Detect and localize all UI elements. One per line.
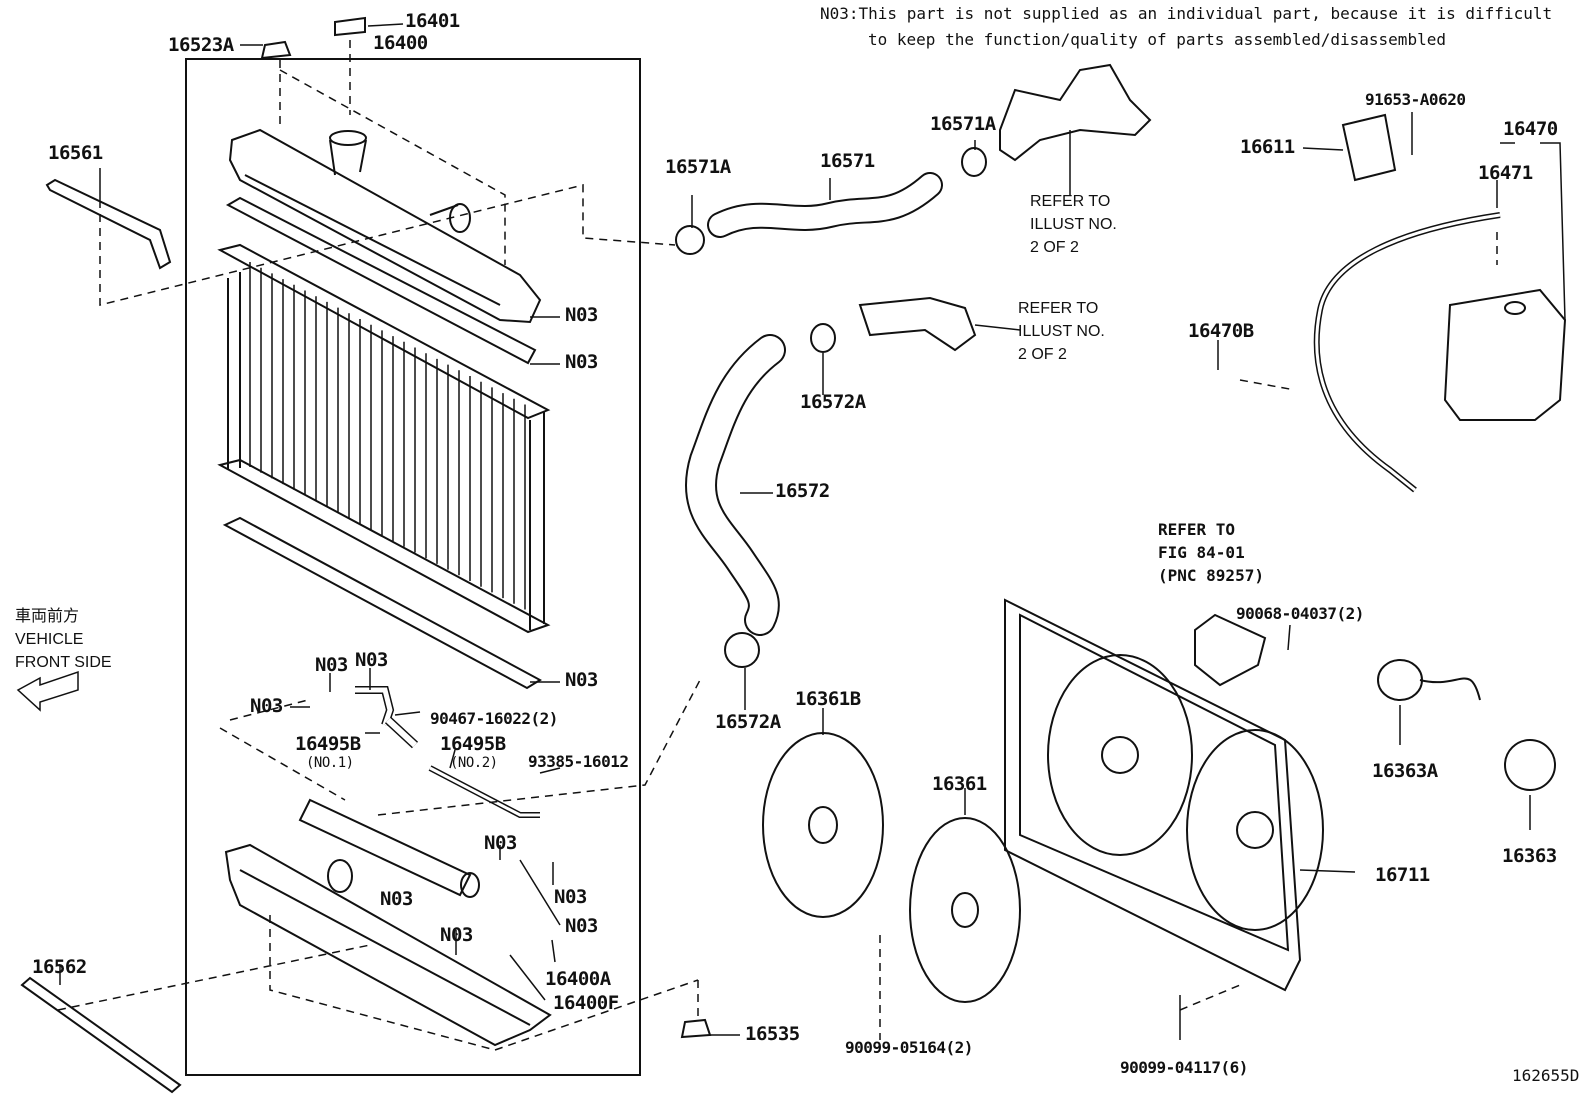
part-label-n03-lower-gasket[interactable]: N03 <box>565 669 598 691</box>
clamp-16571a-right <box>961 147 987 177</box>
part-label-n03-lower-tank[interactable]: N03 <box>440 924 473 946</box>
part-label-n03-washer3[interactable]: N03 <box>565 915 598 937</box>
refer-line: (PNC 89257) <box>1158 566 1264 585</box>
refer-line: REFER TO <box>1018 300 1099 317</box>
part-label-n03-upper-tank[interactable]: N03 <box>565 304 598 326</box>
part-label-n03-upper-gasket[interactable]: N03 <box>565 351 598 373</box>
upper-gasket <box>225 196 537 365</box>
part-label-n03-oring[interactable]: N03 <box>250 695 283 717</box>
part-label-93385-16012[interactable]: 93385-16012 <box>528 752 629 771</box>
oil-cooler-pipe <box>298 798 480 898</box>
part-label-16401[interactable]: 16401 <box>405 10 460 32</box>
reservoir-hose-16471 <box>1313 212 1501 493</box>
part-label-16572a-top[interactable]: 16572A <box>800 391 866 413</box>
part-label-16611[interactable]: 16611 <box>1240 136 1295 158</box>
core-fins <box>249 262 526 610</box>
radiator-lower-tank <box>224 843 552 1047</box>
part-label-16400a[interactable]: 16400A <box>545 968 611 990</box>
part-label-16572a-bottom[interactable]: 16572A <box>715 711 781 733</box>
refer-line: REFER TO <box>1158 520 1236 539</box>
fan-motor-16363 <box>1504 739 1556 791</box>
part-label-16571a-right[interactable]: 16571A <box>930 113 996 135</box>
part-label-16470b[interactable]: 16470B <box>1188 320 1254 342</box>
part-label-16561[interactable]: 16561 <box>48 142 103 164</box>
front-arrow <box>16 670 79 712</box>
part-label-16400[interactable]: 16400 <box>373 32 428 54</box>
part-label-91653-a0620[interactable]: 91653-A0620 <box>1365 90 1466 109</box>
water-inlet-pipe <box>858 296 977 352</box>
guide-lines <box>57 40 1498 1051</box>
seal-16561 <box>45 178 172 270</box>
part-label-16535[interactable]: 16535 <box>745 1023 800 1045</box>
fan-motor-16363a <box>1377 659 1481 701</box>
water-outlet-housing <box>999 63 1152 162</box>
part-label-16572[interactable]: 16572 <box>775 480 830 502</box>
refer-line: 2 OF 2 <box>1030 239 1079 256</box>
clamp-16572a-bottom <box>724 632 760 668</box>
vehicle-front-japanese: 車両前方 <box>15 608 80 625</box>
part-label-16471[interactable]: 16471 <box>1478 162 1533 184</box>
cap-16401 <box>334 16 366 37</box>
refer-to-note-upper: REFER TO ILLUST NO. 2 OF 2 <box>1030 190 1117 259</box>
fan-control-module <box>1194 613 1267 687</box>
part-label-16571[interactable]: 16571 <box>820 150 875 172</box>
n03-note-line2: to keep the function/quality of parts as… <box>868 30 1446 49</box>
fan-16361b <box>762 732 884 918</box>
refer-to-note-mid: REFER TO ILLUST NO. 2 OF 2 <box>1018 297 1105 366</box>
part-label-16495b-no2-sub: (NO.2) <box>450 755 498 771</box>
clamp-16572a-top <box>810 323 836 353</box>
part-label-16363[interactable]: 16363 <box>1502 845 1557 867</box>
part-label-16400f[interactable]: 16400F <box>553 992 619 1014</box>
hose-16495b-no1-inner <box>355 687 393 726</box>
bracket-16611 <box>1341 113 1397 182</box>
part-label-16562[interactable]: 16562 <box>32 956 87 978</box>
lower-gasket <box>222 516 542 690</box>
part-label-16523a[interactable]: 16523A <box>168 34 234 56</box>
refer-line: REFER TO <box>1030 193 1111 210</box>
part-label-16495b-no1[interactable]: 16495B <box>295 733 361 755</box>
part-label-16711[interactable]: 16711 <box>1375 864 1430 886</box>
fan-16361 <box>909 817 1021 1003</box>
part-label-90099-05164[interactable]: 90099-05164(2) <box>845 1038 973 1057</box>
part-label-n03-washer[interactable]: N03 <box>315 654 348 676</box>
reservoir-tank <box>1443 288 1567 421</box>
leader-lines <box>59 23 1566 1040</box>
part-label-90467-16022[interactable]: 90467-16022(2) <box>430 709 558 728</box>
radiator-upper-tank <box>228 128 542 324</box>
part-label-90068-04037[interactable]: 90068-04037(2) <box>1236 604 1364 623</box>
part-label-n03-washer2[interactable]: N03 <box>484 832 517 854</box>
clamp-16571a-left <box>675 225 705 255</box>
vehicle-front-line1: VEHICLE <box>15 631 84 648</box>
part-label-16363a[interactable]: 16363A <box>1372 760 1438 782</box>
part-label-n03-bolt[interactable]: N03 <box>554 886 587 908</box>
part-label-16470[interactable]: 16470 <box>1503 118 1558 140</box>
part-label-n03-hose[interactable]: N03 <box>355 649 388 671</box>
part-label-90099-04117[interactable]: 90099-04117(6) <box>1120 1058 1248 1077</box>
refer-line: ILLUST NO. <box>1018 323 1105 340</box>
n03-note-line1: N03:This part is not supplied as an indi… <box>820 4 1553 23</box>
vehicle-front-line2: FRONT SIDE <box>15 654 112 671</box>
part-label-16571a-left[interactable]: 16571A <box>665 156 731 178</box>
part-label-16361b[interactable]: 16361B <box>795 688 861 710</box>
refer-line: FIG 84-01 <box>1158 543 1245 562</box>
grommet-16523a <box>260 40 292 60</box>
refer-to-fig-note: REFER TO FIG 84-01 (PNC 89257) <box>1158 518 1264 587</box>
diagram-id: 162655D <box>1512 1066 1580 1085</box>
grommet-16535 <box>680 1018 712 1039</box>
fan-shroud <box>1004 598 1324 992</box>
radiator-assembly-frame <box>185 58 641 1076</box>
seal-16562 <box>20 976 182 1094</box>
part-label-16495b-no1-sub: (NO.1) <box>306 755 354 771</box>
refer-line: ILLUST NO. <box>1030 216 1117 233</box>
refer-line: 2 OF 2 <box>1018 346 1067 363</box>
part-label-16361[interactable]: 16361 <box>932 773 987 795</box>
part-label-16495b-no2[interactable]: 16495B <box>440 733 506 755</box>
part-label-n03-cooler[interactable]: N03 <box>380 888 413 910</box>
radiator-core <box>217 243 551 634</box>
